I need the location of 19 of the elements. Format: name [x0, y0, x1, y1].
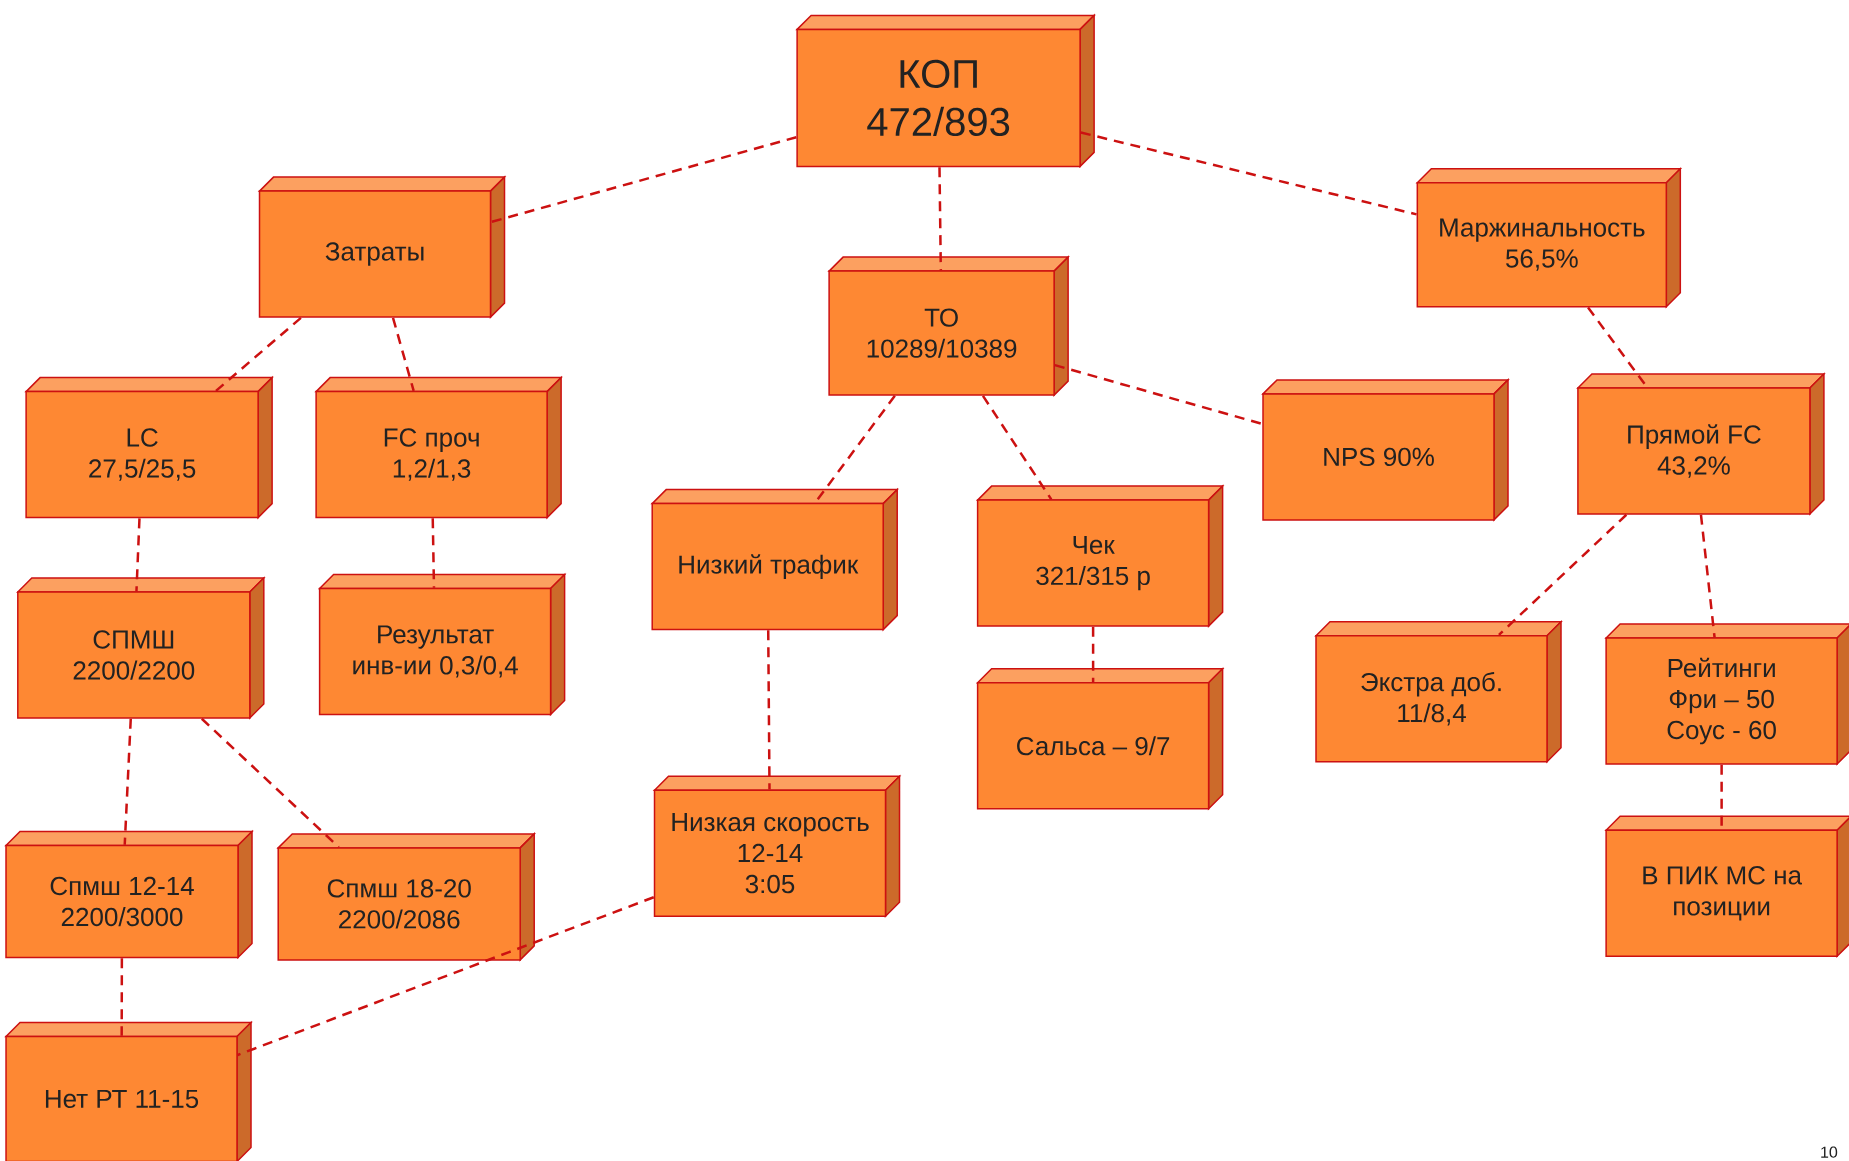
dashed-line: [766, 630, 771, 790]
dashed-line: [1091, 626, 1095, 683]
dashed-line: [1587, 306, 1648, 388]
dashed-line: [981, 395, 1053, 501]
dashed-line: [200, 717, 340, 849]
dashed-line: [391, 317, 415, 392]
dashed-line: [490, 136, 797, 224]
dashed-line: [123, 718, 132, 845]
dashed-line: [135, 518, 141, 592]
dashed-line: [237, 896, 655, 1057]
dashed-line: [1498, 513, 1628, 636]
dashed-line: [1080, 131, 1417, 216]
dashed-line: [938, 167, 943, 271]
dashed-line: [1054, 363, 1263, 426]
dashed-line: [120, 958, 124, 1036]
dashed-line: [1699, 514, 1716, 638]
page-number: 10: [1821, 1146, 1838, 1158]
dashed-line: [215, 316, 302, 392]
dashed-line: [431, 518, 436, 588]
